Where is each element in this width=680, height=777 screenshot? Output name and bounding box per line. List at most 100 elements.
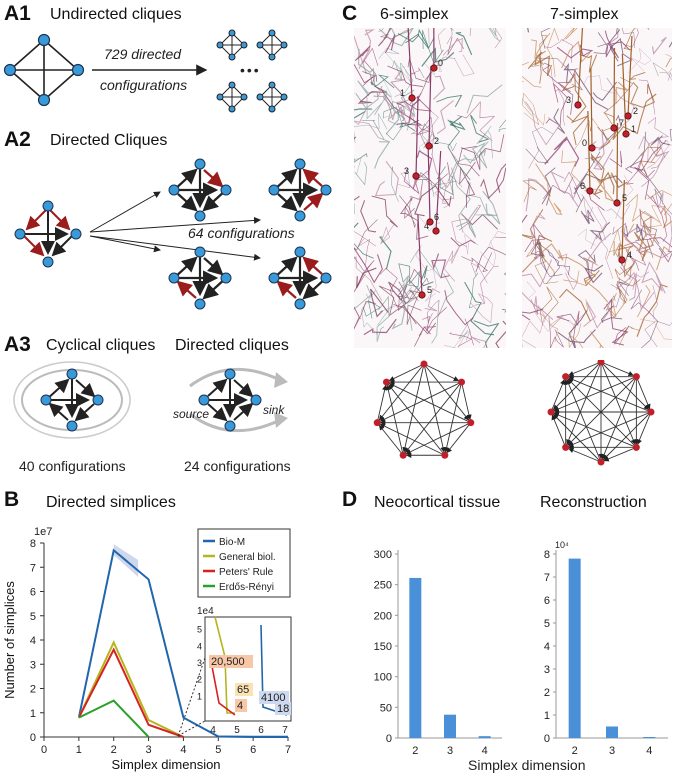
dendrite [623, 271, 650, 305]
dendrite [354, 157, 362, 176]
dendrite [431, 147, 459, 189]
dendrite [610, 172, 628, 189]
dendrite [417, 28, 430, 45]
cell-body [430, 64, 438, 72]
graph-edge [402, 381, 462, 456]
dendrite [447, 119, 471, 181]
dendrite [391, 166, 399, 202]
dendrite [574, 186, 584, 213]
inset-x-tick-label: 5 [234, 725, 240, 736]
dendrite [354, 63, 378, 84]
dendrite [390, 69, 412, 111]
panel-title-a2: Directed Cliques [50, 132, 168, 149]
panel-title-c-left: 6-simplex [380, 6, 449, 23]
dendrite [665, 57, 672, 68]
dendrite [458, 205, 482, 231]
dendrite [562, 270, 587, 286]
dendrite [354, 219, 378, 251]
y-tick-label: 50 [380, 702, 392, 714]
dendrite [374, 160, 399, 197]
y-tick-label: 4 [544, 641, 550, 653]
dendrite [605, 284, 622, 311]
graph-edge [386, 381, 446, 456]
dendrite [354, 45, 371, 61]
dendrite [557, 257, 609, 303]
dendrite [557, 253, 578, 291]
dendrite [584, 264, 604, 284]
panel-label-a3: A3 [4, 333, 31, 356]
y-tick-label: 2 [30, 684, 36, 696]
dendrite [577, 249, 596, 279]
dendrite [522, 305, 545, 348]
dendrite [357, 85, 388, 104]
inset-label-bg [235, 699, 247, 712]
a1-arrow-label-1: 729 directed [104, 46, 182, 62]
dendrite [590, 206, 608, 250]
dendrite [358, 48, 376, 87]
dendrite [382, 106, 404, 141]
dendrite [422, 306, 447, 332]
bar [444, 714, 456, 738]
dendrite [625, 153, 655, 185]
cell-label: 2 [434, 136, 439, 146]
panel-title-d-left: Neocortical tissue [374, 494, 501, 511]
dendrite [561, 72, 587, 124]
dendrite [561, 40, 591, 69]
bar [478, 736, 491, 738]
y-tick-label: 250 [374, 580, 392, 592]
panel-label-a1: A1 [4, 2, 31, 25]
dendrite [542, 62, 578, 84]
x-axis-label: Simplex dimension [111, 757, 220, 772]
inset-label: 18 [277, 703, 289, 715]
graph-edge [423, 363, 462, 383]
graph-edge [377, 422, 446, 456]
dendrite [583, 301, 609, 329]
dendrite [464, 318, 474, 346]
dendrite [538, 242, 563, 285]
dendrite [400, 197, 429, 240]
dendrite [354, 161, 368, 186]
inset-y-tick-label: 2 [197, 675, 202, 685]
dendrite [546, 28, 560, 78]
panel-title-b: Directed simplices [46, 494, 176, 511]
dendrite [600, 305, 623, 323]
dendrite [397, 28, 429, 48]
dendrite [391, 275, 410, 330]
graph-edge [423, 363, 472, 423]
a1-arrow-label-2: configurations [100, 77, 188, 93]
graph-edge [376, 363, 425, 423]
cell-label: 4 [424, 221, 429, 231]
dendrite [458, 323, 472, 341]
dendrite [522, 209, 544, 240]
dendrite [436, 94, 463, 108]
legend-label: Peters' Rule [219, 567, 274, 578]
x-tick-label: 1 [76, 744, 82, 756]
tissue-background [522, 28, 672, 348]
panel-title-a1: Undirected cliques [50, 6, 182, 23]
dendrite [614, 265, 641, 287]
dendrite [579, 54, 598, 73]
dendrite [480, 167, 506, 200]
apical-dendrite [577, 28, 584, 106]
graph-edge [565, 376, 602, 463]
panel-a2-diagram [14, 158, 332, 310]
graph-edge [376, 381, 388, 423]
dendrite [522, 61, 542, 88]
dendrite [383, 90, 405, 115]
dendrite [530, 212, 546, 246]
y-tick-label: 5 [30, 611, 36, 623]
dendrite [619, 266, 638, 301]
dendrite [444, 290, 474, 326]
y-tick-label: 0 [30, 732, 36, 744]
dendrite [358, 238, 371, 266]
x-tick-label: 4 [180, 744, 186, 756]
dendrite [363, 318, 397, 336]
cell-body [425, 142, 433, 150]
dendrite [476, 125, 494, 159]
dendrite [616, 271, 655, 311]
dendrite [464, 281, 495, 336]
graph-edge [386, 363, 425, 383]
inset-y-tick-label: 4 [197, 641, 202, 651]
